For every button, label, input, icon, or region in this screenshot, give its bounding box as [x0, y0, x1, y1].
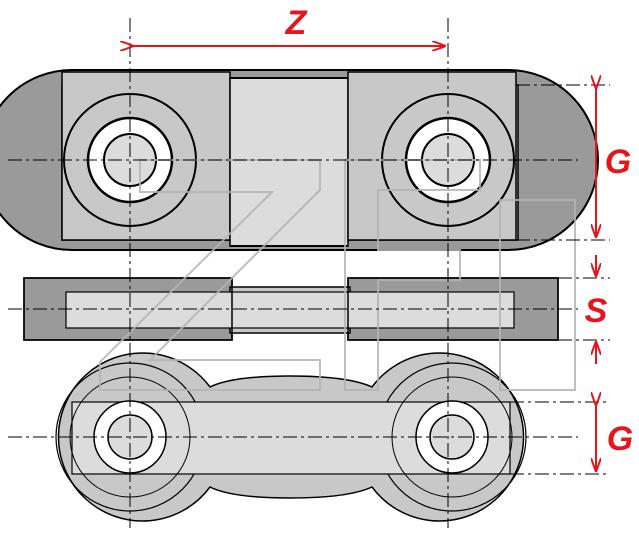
- top-view-outer-link: [0, 69, 599, 251]
- thickness-label: S: [585, 292, 608, 330]
- pitch-label: Z: [285, 4, 308, 42]
- connecting-bar: [229, 77, 349, 247]
- dimension-thickness: S: [585, 255, 608, 364]
- side-inner: [65, 291, 515, 329]
- watermark-logo: [99, 159, 576, 391]
- height-bottom-label: G: [607, 420, 633, 458]
- dimension-pitch: Z: [133, 4, 445, 46]
- side-left-plate: [23, 277, 233, 341]
- height-top-label: G: [605, 143, 631, 181]
- dimension-height-top: G: [596, 88, 631, 237]
- dimension-height-bottom: G: [596, 405, 633, 471]
